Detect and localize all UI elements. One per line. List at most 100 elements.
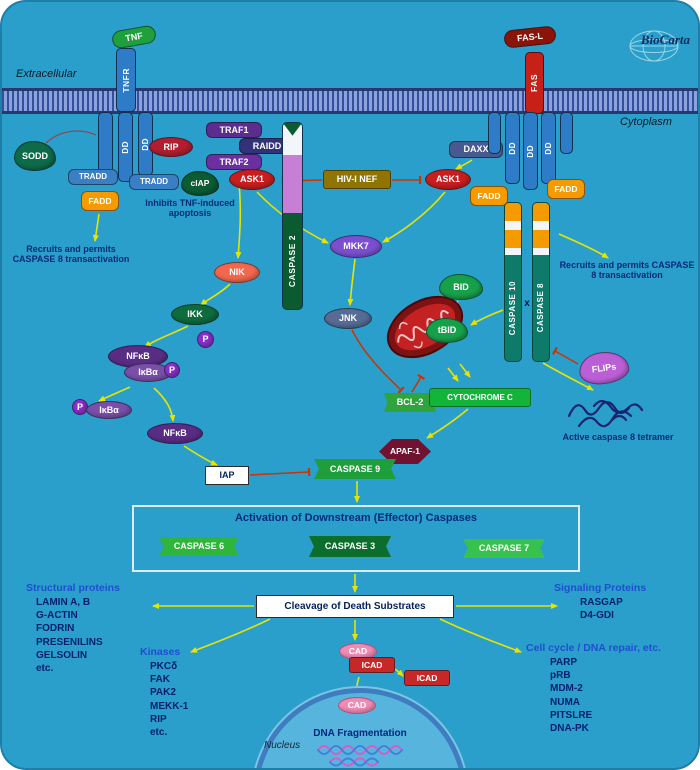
nik-node[interactable]: NIK	[214, 262, 260, 283]
nucleus-label: Nucleus	[264, 740, 301, 751]
dna-fragmentation-label: DNA Fragmentation	[313, 728, 407, 739]
list-item: PITSLRE	[550, 709, 593, 721]
list-title: Kinases	[140, 646, 181, 658]
bcl2-node[interactable]: BCL-2	[384, 393, 436, 412]
list-item: PARP	[550, 657, 578, 668]
list-item: etc.	[36, 662, 54, 674]
caspase2-label: CASPASE 2	[287, 234, 298, 288]
traf1-node[interactable]: TRAF1	[206, 122, 262, 138]
caspase3-node[interactable]: CASPASE 3	[309, 536, 391, 557]
catalytic-segment: CASPASE 2	[283, 213, 302, 309]
phosphate-icon: P	[197, 331, 214, 348]
fadd-node[interactable]: FADD	[470, 186, 508, 206]
list-item: RIP	[150, 713, 167, 725]
tnfr-receptor[interactable]: TNFR	[116, 48, 136, 112]
spacer-segment	[505, 221, 521, 230]
phosphate-icon: P	[72, 399, 88, 415]
iap-node[interactable]: IAP	[205, 466, 249, 485]
spacer-segment	[505, 248, 521, 255]
cell-cycle-list: Cell cycle / DNA repair, etc. PARP pRB M…	[526, 642, 696, 735]
tradd-node[interactable]: TRADD	[68, 169, 118, 185]
list-item: PAK2	[150, 687, 176, 699]
list-item: PRESENILINS	[36, 636, 103, 648]
fadd-node[interactable]: FADD	[81, 191, 119, 211]
cytochrome-c-node[interactable]: CYTOCHROME C	[429, 388, 531, 407]
bid-node[interactable]: BID	[439, 274, 483, 300]
ded-segment	[505, 230, 521, 248]
globe-icon	[629, 30, 679, 62]
caspase2-node[interactable]: CASPASE 2	[282, 122, 303, 310]
sodd-node[interactable]: SODD	[14, 141, 56, 171]
caspase8-tetramer-figure	[567, 399, 644, 428]
biocarta-logo[interactable]: BioCarta	[608, 24, 690, 68]
tnfr-label: TNFR	[120, 67, 131, 93]
list-item: MDM-2	[550, 683, 583, 695]
list-item: etc.	[150, 726, 168, 738]
logo-text: BioCarta	[640, 32, 690, 47]
caspase8-node[interactable]: CASPASE 8	[532, 202, 550, 362]
caspase7-node[interactable]: CASPASE 7	[463, 539, 545, 558]
death-domain-bar[interactable]: DD	[505, 112, 520, 184]
receptor-chain	[488, 112, 501, 154]
caspase10-label: CASPASE 10	[508, 280, 517, 336]
spacer-segment	[533, 248, 549, 255]
kinases-list: Kinases PKCδ FAK PAK2 MEKK-1 RIP etc.	[140, 646, 230, 739]
ded-segment	[533, 203, 549, 221]
tradd-node[interactable]: TRADD	[129, 174, 179, 190]
spacer-segment	[533, 221, 549, 230]
death-domain-bar[interactable]: DD	[118, 112, 133, 182]
list-item: MEKK-1	[150, 700, 189, 712]
effector-title: Activation of Downstream (Effector) Casp…	[234, 512, 478, 524]
tetramer-label: Active caspase 8 tetramer	[562, 432, 674, 442]
list-item: FAK	[150, 674, 170, 686]
ded-segment	[505, 203, 521, 221]
ikba-node[interactable]: IκBα	[86, 401, 132, 419]
dd-label: DD	[507, 141, 517, 155]
jnk-node[interactable]: JNK	[324, 308, 372, 329]
list-title: Structural proteins	[26, 582, 120, 594]
fas-label: FAS	[529, 73, 540, 93]
fadd-node[interactable]: FADD	[547, 179, 585, 199]
hiv-nef-node[interactable]: HIV-I NEF	[323, 170, 391, 189]
list-item: DNA-PK	[550, 722, 589, 734]
signaling-proteins-list: Signaling Proteins RASGAP D4-GDI	[554, 582, 694, 622]
fas-receptor[interactable]: FAS	[525, 52, 544, 114]
recruits-left-note: Recruits and permits CASPASE 8 transacti…	[12, 244, 130, 265]
tbid-node[interactable]: tBID	[426, 318, 468, 343]
cad-node[interactable]: CAD	[338, 697, 376, 714]
caspase6-node[interactable]: CASPASE 6	[159, 537, 239, 556]
ikk-node[interactable]: IKK	[171, 304, 219, 325]
traf2-node[interactable]: TRAF2	[206, 154, 262, 170]
ded-segment	[533, 230, 549, 248]
icad-node[interactable]: ICAD	[349, 657, 395, 673]
rip-node[interactable]: RIP	[149, 137, 193, 157]
ikba-node[interactable]: IκBα	[124, 363, 172, 382]
linker-segment	[283, 155, 302, 213]
caspase9-node[interactable]: CASPASE 9	[314, 459, 396, 479]
list-item: FODRIN	[36, 623, 75, 635]
caspase10-node[interactable]: CASPASE 10	[504, 202, 522, 362]
death-domain-bar[interactable]: DD	[523, 112, 538, 190]
catalytic-segment: CASPASE 10	[505, 255, 521, 361]
ask1-node[interactable]: ASK1	[229, 169, 275, 190]
raidd-node[interactable]: RAIDD	[239, 138, 295, 154]
dd-label: DD	[525, 144, 535, 158]
icad-node[interactable]: ICAD	[404, 670, 450, 686]
prodomain-segment	[283, 123, 302, 155]
dna-helix-figure	[317, 745, 403, 767]
dd-label: DD	[543, 141, 553, 155]
ask1-node[interactable]: ASK1	[425, 169, 471, 190]
x-label: x	[524, 298, 530, 309]
catalytic-segment: CASPASE 8	[533, 255, 549, 361]
list-item: PKCδ	[150, 661, 178, 672]
list-item: GELSOLIN	[36, 649, 88, 661]
cleavage-box[interactable]: Cleavage of Death Substrates	[256, 595, 454, 618]
list-item: pRB	[550, 670, 571, 682]
list-item: LAMIN A, B	[36, 597, 91, 608]
ciap-node[interactable]: cIAP	[181, 171, 219, 196]
nfkb-node[interactable]: NFκB	[147, 423, 203, 444]
death-domain-bar[interactable]: DD	[541, 112, 556, 184]
mkk7-node[interactable]: MKK7	[330, 235, 382, 258]
inhibits-note: Inhibits TNF-induced apoptosis	[145, 198, 235, 219]
